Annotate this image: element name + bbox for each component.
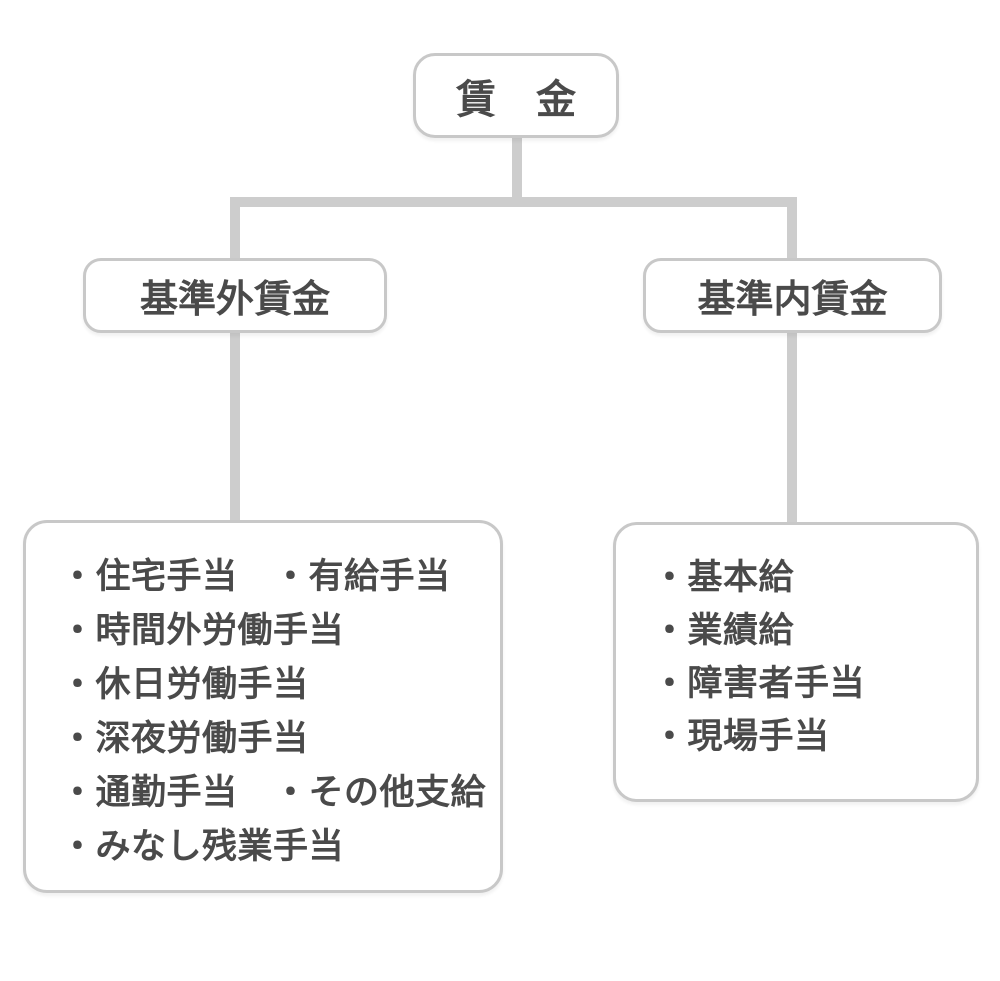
list-item: ・時間外労働手当 bbox=[60, 611, 345, 650]
branch-node-standard-wages: 基準内賃金 bbox=[643, 258, 942, 333]
list-item: ・みなし残業手当 bbox=[60, 827, 345, 866]
connector-horizontal bbox=[230, 197, 797, 207]
list-item: ・業績給 bbox=[652, 611, 795, 650]
list-item: ・障害者手当 bbox=[652, 664, 866, 703]
list-item: ・休日労働手当 bbox=[60, 665, 309, 704]
branch-left-label: 基準外賃金 bbox=[139, 279, 330, 321]
connector-left-trunk bbox=[230, 330, 240, 526]
list-item: ・住宅手当 ・有給手当 bbox=[60, 557, 451, 596]
non-standard-allowance-list: ・住宅手当 ・有給手当 ・時間外労働手当 ・休日労働手当 ・深夜労働手当 ・通勤… bbox=[60, 550, 490, 874]
list-item: ・現場手当 bbox=[652, 717, 830, 756]
connector-root-drop bbox=[512, 136, 522, 202]
branch-right-label: 基準内賃金 bbox=[697, 279, 888, 321]
connector-left-drop bbox=[230, 197, 240, 263]
leaf-box-non-standard-allowances: ・住宅手当 ・有給手当 ・時間外労働手当 ・休日労働手当 ・深夜労働手当 ・通勤… bbox=[23, 520, 503, 893]
root-node-wages: 賃 金 bbox=[413, 53, 619, 138]
root-node-label: 賃 金 bbox=[456, 77, 576, 122]
connector-right-trunk bbox=[787, 330, 797, 526]
list-item: ・基本給 bbox=[652, 558, 795, 597]
branch-node-non-standard-wages: 基準外賃金 bbox=[83, 258, 387, 333]
list-item: ・深夜労働手当 bbox=[60, 719, 309, 758]
standard-component-list: ・基本給 ・業績給 ・障害者手当 ・現場手当 bbox=[652, 551, 966, 763]
leaf-box-standard-components: ・基本給 ・業績給 ・障害者手当 ・現場手当 bbox=[613, 522, 979, 802]
connector-right-drop bbox=[787, 197, 797, 261]
list-item: ・通勤手当 ・その他支給 bbox=[60, 773, 487, 812]
